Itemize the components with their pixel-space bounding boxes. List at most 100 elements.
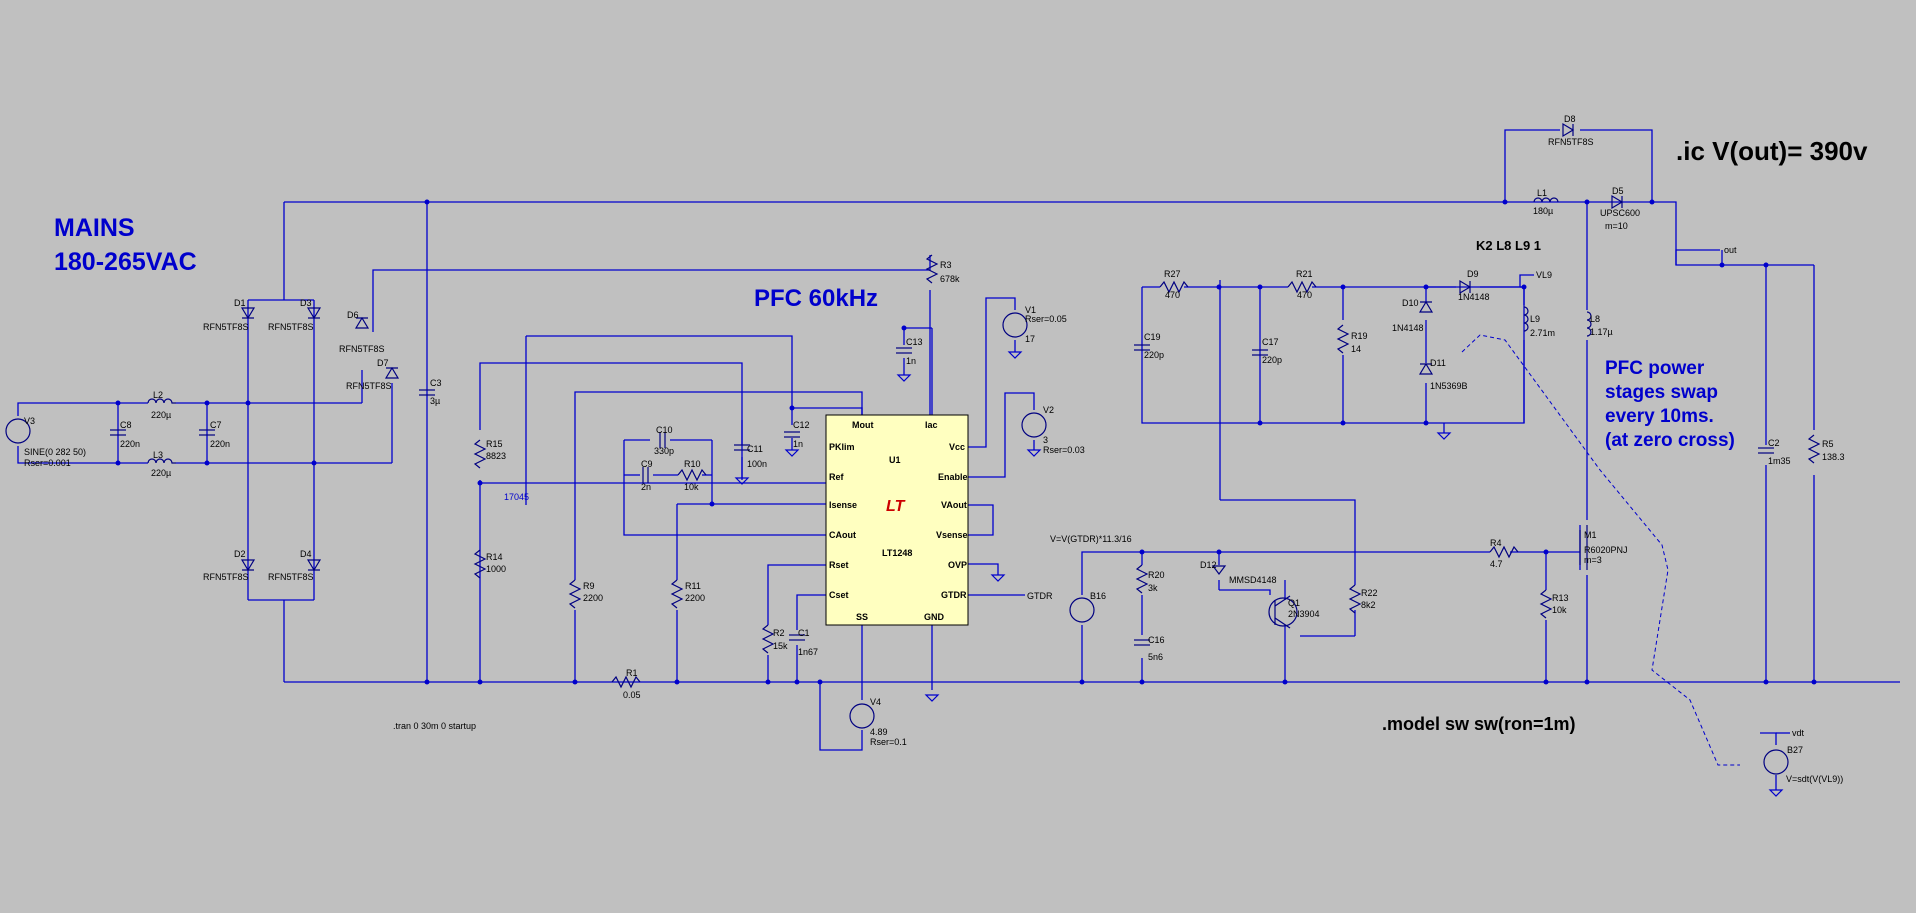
r4-ref: R4 <box>1490 538 1502 548</box>
r15-value: 8823 <box>486 451 506 461</box>
d9-ref: D9 <box>1467 269 1479 279</box>
c7-ref: C7 <box>210 420 222 430</box>
pin-caout: CAout <box>829 530 856 540</box>
r10-value: 10k <box>684 482 699 492</box>
mains-label-line1: MAINS <box>54 214 135 242</box>
l1-value: 180µ <box>1533 206 1553 216</box>
m1-extra: m=3 <box>1584 555 1602 565</box>
d4-ref: D4 <box>300 549 312 559</box>
v2-extra: Rser=0.03 <box>1043 445 1085 455</box>
pin-enable: Enable <box>938 472 968 482</box>
d3-value: RFN5TF8S <box>268 322 314 332</box>
d11-ref: D11 <box>1430 358 1446 368</box>
d9-value: 1N4148 <box>1458 292 1490 302</box>
resistors <box>473 254 1821 689</box>
d7-ref: D7 <box>377 358 389 368</box>
v4-value: 4.89 <box>870 727 888 737</box>
u1-value: LT1248 <box>882 548 912 558</box>
net-label-vdt: vdt <box>1792 728 1805 738</box>
d10-value: 1N4148 <box>1392 323 1424 333</box>
m1-value: R6020PNJ <box>1584 545 1628 555</box>
m1-ref: M1 <box>1584 530 1597 540</box>
r2-ref: R2 <box>773 628 785 638</box>
v3-ref: V3 <box>24 416 35 426</box>
lt-logo-icon: LT <box>886 498 906 515</box>
junctions <box>115 199 1817 685</box>
v3-value: SINE(0 282 50) <box>24 447 86 457</box>
r20-value: 3k <box>1148 583 1158 593</box>
pin-pklim: PKlim <box>829 442 855 452</box>
note-line2: stages swap <box>1605 382 1718 403</box>
d8-value: RFN5TF8S <box>1548 137 1594 147</box>
c8-value: 220n <box>120 439 140 449</box>
l3-value: 220µ <box>151 468 171 478</box>
l2-value: 220µ <box>151 410 171 420</box>
k-directive[interactable]: K2 L8 L9 1 <box>1476 238 1541 253</box>
v3-extra: Rser=0.001 <box>24 458 71 468</box>
net-label-vl9: VL9 <box>1536 270 1552 280</box>
d6-ref: D6 <box>347 310 359 320</box>
l1-ref: L1 <box>1537 188 1547 198</box>
r22-value: 8k2 <box>1361 600 1376 610</box>
r27-value: 470 <box>1165 290 1180 300</box>
note-line3: every 10ms. <box>1605 406 1714 427</box>
r4-value: 4.7 <box>1490 559 1503 569</box>
c13-ref: C13 <box>906 337 923 347</box>
r14-ref: R14 <box>486 552 503 562</box>
d2-ref: D2 <box>234 549 246 559</box>
model-directive[interactable]: .model sw sw(ron=1m) <box>1382 714 1576 734</box>
symbols <box>5 312 1789 775</box>
v2-value: 3 <box>1043 435 1048 445</box>
c17-ref: C17 <box>1262 337 1279 347</box>
tran-directive[interactable]: .tran 0 30m 0 startup <box>393 721 476 731</box>
pin-cset: Cset <box>829 590 849 600</box>
r5-ref: R5 <box>1822 439 1834 449</box>
r9-ref: R9 <box>583 581 595 591</box>
net-label-17045: 17045 <box>504 492 529 502</box>
d11-value: 1N5369B <box>1430 381 1468 391</box>
c3-ref: C3 <box>430 378 442 388</box>
component-labels: V3 SINE(0 282 50) Rser=0.001 C8 220n L2 … <box>24 114 1845 755</box>
pin-vsense: Vsense <box>936 530 968 540</box>
c9-ref: C9 <box>641 459 653 469</box>
r2-value: 15k <box>773 641 788 651</box>
ic-u1[interactable]: Mout Iac PKlim Vcc Ref Enable Isense VAo… <box>825 414 969 626</box>
capacitors <box>110 344 1774 646</box>
r19-ref: R19 <box>1351 331 1368 341</box>
d8-ref: D8 <box>1564 114 1576 124</box>
pin-mout: Mout <box>852 420 874 430</box>
diodes <box>240 122 1624 575</box>
v1-extra: Rser=0.05 <box>1025 314 1067 324</box>
c17-value: 220p <box>1262 355 1282 365</box>
pin-ovp: OVP <box>948 560 967 570</box>
l9-ref: L9 <box>1530 314 1540 324</box>
c7-value: 220n <box>210 439 230 449</box>
b16-ref: B16 <box>1090 591 1106 601</box>
net-label-gtdr: GTDR <box>1027 591 1053 601</box>
d3-ref: D3 <box>300 298 312 308</box>
d5-value: UPSC600 <box>1600 208 1640 218</box>
l8-ref: L8 <box>1590 314 1600 324</box>
ic-directive[interactable]: .ic V(out)= 390v <box>1676 136 1868 166</box>
r3-value: 678k <box>940 274 960 284</box>
c19-ref: C19 <box>1144 332 1161 342</box>
pin-iac: Iac <box>925 420 938 430</box>
pin-vcc: Vcc <box>949 442 965 452</box>
c2-ref: C2 <box>1768 438 1780 448</box>
c13-value: 1n <box>906 356 916 366</box>
b27-ref: B27 <box>1787 745 1803 755</box>
r20-ref: R20 <box>1148 570 1165 580</box>
l9-value: 2.71m <box>1530 328 1555 338</box>
pin-isense: Isense <box>829 500 857 510</box>
d6-value: RFN5TF8S <box>339 344 385 354</box>
r27-ref: R27 <box>1164 269 1181 279</box>
d12-value: MMSD4148 <box>1229 575 1277 585</box>
q1-ref: Q1 <box>1288 598 1300 608</box>
r21-ref: R21 <box>1296 269 1313 279</box>
r13-ref: R13 <box>1552 593 1569 603</box>
d1-value: RFN5TF8S <box>203 322 249 332</box>
d10-ref: D10 <box>1402 298 1419 308</box>
c10-value: 330p <box>654 446 674 456</box>
d12-ref: D12 <box>1200 560 1217 570</box>
